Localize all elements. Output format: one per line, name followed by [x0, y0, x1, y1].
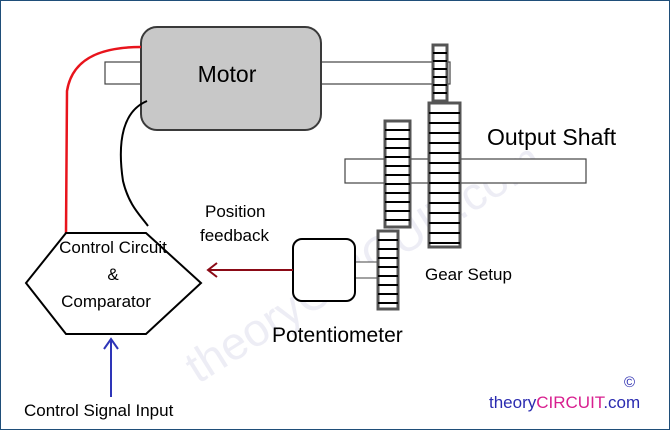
position-feedback-label-line2: feedback — [200, 226, 269, 245]
negative-wire — [119, 100, 149, 227]
feedback-arrow-head — [206, 262, 218, 278]
gear-setup — [376, 43, 462, 311]
motor-pinion-gear — [431, 43, 449, 103]
potentiometer-label: Potentiometer — [272, 324, 403, 347]
potentiometer-body — [292, 238, 356, 302]
control-circuit-label-line1: Control Circuit — [59, 238, 167, 257]
position-feedback-label-line1: Position — [205, 202, 265, 221]
control-circuit-block — [24, 232, 203, 335]
motor-body — [140, 26, 322, 131]
brand-logo: theoryCIRCUIT.com — [489, 393, 640, 412]
output-shaft-label: Output Shaft — [487, 124, 617, 150]
copyright-symbol: © — [624, 374, 635, 391]
input-arrow-head — [103, 337, 119, 350]
large-output-gear — [427, 101, 462, 249]
potentiometer-shaft — [354, 261, 381, 279]
motor-label: Motor — [198, 61, 257, 87]
small-output-gear — [383, 119, 412, 229]
gear-setup-label: Gear Setup — [425, 265, 512, 284]
brand-prefix: theory — [489, 393, 537, 412]
control-circuit-label-line2: & — [107, 265, 119, 284]
brand-highlight: CIRCUIT — [536, 393, 605, 412]
control-signal-input-label: Control Signal Input — [24, 401, 174, 420]
output-shaft — [344, 158, 587, 184]
control-circuit-label-line3: Comparator — [61, 292, 151, 311]
positive-wire — [64, 45, 142, 234]
brand-suffix: .com — [603, 393, 640, 412]
potentiometer-gear — [376, 229, 400, 311]
